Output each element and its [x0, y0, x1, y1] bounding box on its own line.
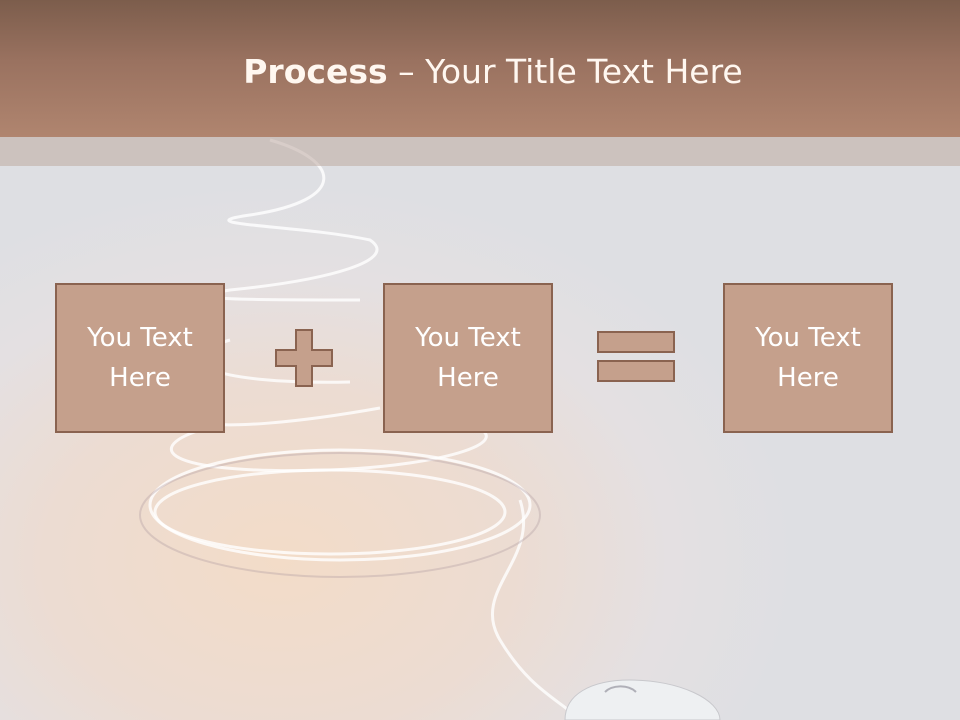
process-box-3-text: You Text Here: [755, 323, 861, 393]
title-bold: Process: [243, 52, 388, 91]
title-rest: – Your Title Text Here: [387, 52, 743, 91]
plus-icon: [275, 329, 333, 387]
process-box-2[interactable]: You Text Here: [383, 283, 553, 433]
title-bar-strip: [0, 137, 960, 166]
process-box-1-text: You Text Here: [87, 323, 193, 393]
process-box-1[interactable]: You Text Here: [55, 283, 225, 433]
process-box-2-text: You Text Here: [415, 323, 521, 393]
process-box-3[interactable]: You Text Here: [723, 283, 893, 433]
equals-icon: [597, 331, 675, 382]
mouse-shape: [564, 679, 721, 720]
title-bar: [0, 0, 960, 137]
slide-title[interactable]: Process – Your Title Text Here: [0, 52, 960, 91]
